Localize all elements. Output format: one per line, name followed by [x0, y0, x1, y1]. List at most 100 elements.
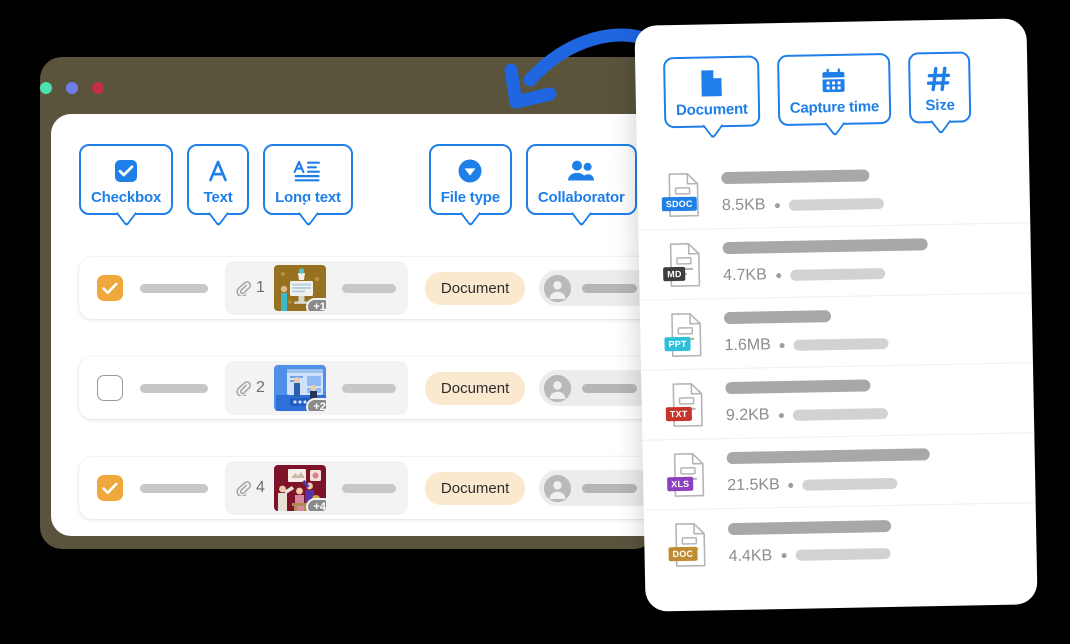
- file-subline: 9.2KB: [726, 404, 888, 425]
- badge-label: Document: [675, 100, 748, 120]
- paperclip-icon: [235, 480, 251, 498]
- attachment-count: 1: [256, 279, 265, 296]
- file-type-tag[interactable]: Document: [424, 271, 526, 305]
- more-attachments-badge: +2: [306, 398, 326, 411]
- file-subline: 8.5KB: [722, 194, 884, 215]
- separator-dot: [779, 342, 785, 348]
- paperclip-icon: [235, 280, 251, 298]
- column-type-badges: Checkbox Text Long text: [79, 144, 651, 215]
- file-icon: DOC: [668, 521, 711, 568]
- badge-checkbox[interactable]: Checkbox: [79, 144, 174, 215]
- file-meta: 1.6MB: [723, 309, 889, 355]
- badge-document[interactable]: Document: [663, 55, 761, 129]
- attachment-thumbnail[interactable]: +1: [273, 265, 326, 311]
- file-icon: MD: [663, 241, 706, 288]
- badge-collaborator[interactable]: Collaborator: [525, 144, 637, 215]
- badge-long-text[interactable]: Long text: [263, 144, 353, 215]
- file-date-placeholder: [795, 548, 891, 561]
- avatar: [544, 274, 572, 302]
- collaborator-name-placeholder: [582, 383, 638, 393]
- list-item[interactable]: DOC 4.4KB: [644, 503, 1037, 581]
- table-row[interactable]: 1: [79, 257, 659, 319]
- file-date-placeholder: [793, 337, 889, 351]
- file-size: 1.6MB: [724, 336, 771, 355]
- list-item[interactable]: PPT 1.6MB: [639, 293, 1033, 371]
- file-type-tag[interactable]: Document: [424, 471, 526, 505]
- row-checkbox[interactable]: [97, 375, 123, 401]
- badge-label: Capture time: [789, 98, 880, 117]
- table-row[interactable]: 4: [79, 457, 659, 519]
- file-icon: SDOC: [661, 171, 704, 218]
- separator-dot: [774, 202, 780, 208]
- attachment-cell[interactable]: 1: [225, 261, 408, 315]
- file-type-filter-panel: Document Capture time: [634, 18, 1038, 612]
- checkbox-icon: [113, 156, 139, 186]
- minimize-window-button[interactable]: [66, 82, 78, 94]
- file-size: 4.4KB: [728, 546, 773, 565]
- file-meta: 4.4KB: [727, 519, 892, 565]
- collaborator-cell[interactable]: [539, 370, 658, 406]
- attachment-cell[interactable]: 2: [225, 361, 408, 415]
- badge-label: Collaborator: [537, 189, 625, 206]
- attachment-name-placeholder: [341, 483, 396, 493]
- attachment-thumbnail[interactable]: +4: [273, 465, 326, 511]
- badge-text[interactable]: Text: [187, 144, 250, 215]
- maximize-window-button[interactable]: [92, 82, 104, 94]
- badge-capture-time[interactable]: Capture time: [776, 52, 892, 127]
- file-list: SDOC 8.5KB: [637, 153, 1037, 580]
- window-traffic-lights: [40, 82, 104, 94]
- badge-size[interactable]: Size: [908, 51, 972, 124]
- document-page-icon: [698, 68, 725, 98]
- avatar: [544, 474, 572, 502]
- file-type-tag[interactable]: Document: [424, 371, 526, 405]
- file-type-badge: MD: [663, 266, 686, 281]
- file-name-placeholder: [722, 238, 928, 255]
- list-item[interactable]: TXT 9.2KB: [641, 363, 1035, 441]
- file-icon: PPT: [664, 311, 707, 358]
- file-type-dropdown-icon: [456, 156, 484, 186]
- badge-label: Text: [203, 189, 233, 206]
- long-text-icon: [292, 156, 324, 186]
- badge-label: Checkbox: [91, 189, 162, 206]
- row-name-placeholder: [140, 383, 208, 393]
- separator-dot: [788, 482, 794, 488]
- file-type-badge: DOC: [668, 546, 698, 562]
- file-size: 9.2KB: [725, 406, 770, 425]
- file-type-badge: XLS: [667, 476, 694, 491]
- attachment-thumbnail[interactable]: +2: [273, 365, 326, 411]
- close-window-button[interactable]: [40, 82, 52, 94]
- collaborator-cell[interactable]: [539, 470, 658, 506]
- list-item[interactable]: XLS 21.5KB: [642, 433, 1036, 511]
- people-icon: [566, 156, 596, 186]
- badge-label: File type: [440, 189, 500, 206]
- badge-file-type[interactable]: File type: [428, 144, 512, 215]
- file-subline: 1.6MB: [724, 334, 889, 355]
- collaborator-name-placeholder: [582, 483, 638, 493]
- file-icon: XLS: [667, 451, 710, 498]
- attachment-cell[interactable]: 4: [225, 461, 408, 515]
- attachment-name-placeholder: [341, 383, 396, 393]
- more-attachments-badge: +4: [306, 498, 326, 511]
- collaborator-cell[interactable]: [539, 270, 658, 306]
- file-name-placeholder: [723, 310, 832, 325]
- file-subline: 4.7KB: [723, 263, 928, 285]
- file-date-placeholder: [802, 477, 898, 491]
- row-checkbox[interactable]: [97, 475, 123, 501]
- calendar-icon: [820, 66, 849, 97]
- list-item[interactable]: MD 4.7KB: [638, 223, 1032, 301]
- table-row[interactable]: 2: [79, 357, 659, 419]
- attachment-name-placeholder: [341, 283, 396, 293]
- list-item[interactable]: SDOC 8.5KB: [637, 153, 1031, 231]
- file-meta: 21.5KB: [726, 448, 931, 495]
- hash-icon: [926, 64, 953, 94]
- file-date-placeholder: [789, 267, 885, 281]
- file-name-placeholder: [721, 169, 870, 185]
- row-checkbox[interactable]: [97, 275, 123, 301]
- attachment-count: 4: [256, 479, 265, 496]
- file-meta: 9.2KB: [725, 379, 888, 425]
- panel-badges: Document Capture time: [634, 18, 1028, 129]
- avatar: [544, 374, 572, 402]
- row-name-placeholder: [140, 283, 208, 293]
- file-name-placeholder: [726, 448, 930, 465]
